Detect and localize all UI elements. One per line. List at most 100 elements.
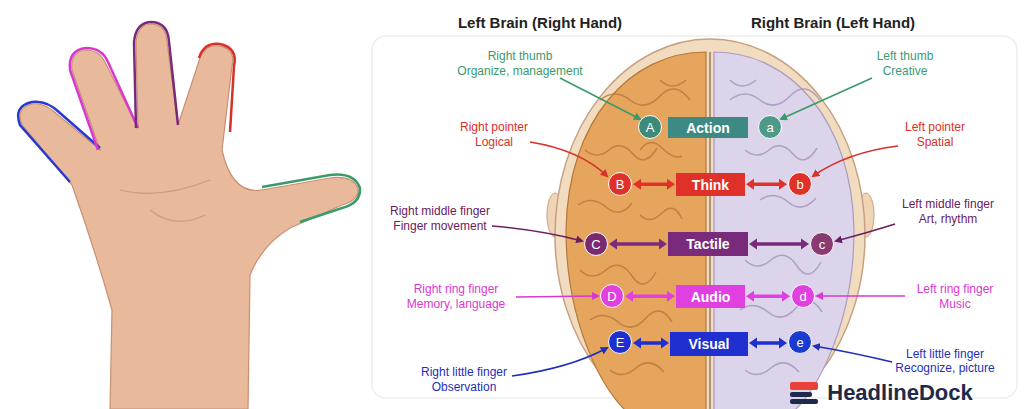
circle-letter: C [591,238,600,251]
letter-circle: B [608,172,632,196]
box-label: Think [692,178,729,192]
circle-fill [789,173,812,196]
letter-circle: e [788,330,812,354]
arrow-head [633,179,641,190]
logo-bar [790,382,818,390]
finger-annotation: Left ring finger [917,283,994,296]
circle-fill [609,173,632,196]
arrow-head [779,179,787,190]
circle-fill [759,116,782,139]
finger-annotation: Right little finger [421,366,507,379]
arrow-head [633,338,641,349]
circle-fill [609,331,632,354]
arrow-shaft [756,242,802,246]
circle-fill [792,285,815,308]
leader-line [492,226,582,241]
leader-line [813,146,898,176]
finger-annotation: Right pointer [460,121,528,134]
circle-letter: b [796,178,803,191]
circle-letter: c [819,238,826,251]
letter-circle: b [788,172,812,196]
logo-bar [790,399,818,404]
hand-shape [20,24,358,409]
leader-line [836,224,895,241]
finger-annotation: Left thumb [877,50,934,63]
arrow-shaft [753,183,780,187]
arrow-head [667,179,675,190]
arrow-shaft [640,183,668,187]
arrow-head [625,291,633,302]
finger-annotation: Right middle finger [390,205,490,218]
box-label: Visual [689,337,730,351]
circle-letter: A [646,121,655,134]
box-label: Tactile [686,237,729,251]
leader-lines [492,78,905,376]
circle-letter: E [616,336,625,349]
circle-fill [789,331,812,354]
thumb-outline [262,175,360,222]
finger-annotation: Left pointer [905,121,965,134]
letter-circle: C [584,232,608,256]
letter-circle: E [608,330,632,354]
box-label: Audio [691,290,731,304]
arrow-head [749,338,757,349]
circle-letter: d [799,290,806,303]
hemisphere-heading: Left Brain (Right Hand) [458,15,622,32]
leader-line [817,295,905,297]
finger-annotation: Left middle finger [902,198,994,211]
palm-crease [150,210,205,221]
arrow-head [667,291,675,302]
finger-annotation: Logical [475,136,513,149]
function-box: Visual [670,332,748,356]
arrow-head [749,239,757,250]
hand-illustration [18,22,360,409]
finger-annotation: Creative [883,65,928,78]
finger-annotation: Right ring finger [414,283,499,296]
arrow-shaft [632,295,668,299]
finger-annotation: Art, rhythm [919,213,978,226]
arrow-head [779,338,787,349]
box-label: Action [686,121,730,135]
leader-line [781,78,872,119]
little-finger-outline [18,102,100,182]
double-arrow [749,338,787,349]
double-arrow [746,291,790,302]
function-box: Tactile [668,232,748,256]
circle-letter: D [607,290,616,303]
letter-circle: a [758,115,782,139]
leader-line [814,346,892,362]
function-box: Audio [676,285,745,308]
circle-fill [811,233,834,256]
function-box: Action [668,117,748,138]
index-finger-outline [199,44,235,132]
finger-annotation: Right thumb [488,50,553,63]
leader-line [530,142,607,176]
finger-annotation: Observation [432,381,497,394]
letter-circle: A [638,115,662,139]
arrow-head [609,239,617,250]
leader-line [516,296,598,297]
finger-annotation: Organize, management [457,65,582,78]
letter-circle: d [791,284,815,308]
circle-letter: e [796,336,803,349]
circle-fill [639,116,662,139]
arrow-head [782,291,790,302]
logo-bar [790,392,812,397]
head-outline [555,39,865,409]
arrow-shaft [616,242,660,246]
finger-annotation: Finger movement [393,220,486,233]
watermark: HeadlineDock [827,381,973,405]
double-arrow [633,179,675,190]
double-arrow [749,239,809,250]
arrow-head [746,179,754,190]
palm-crease [120,180,210,193]
middle-finger-outline [134,22,178,128]
watermark-logo [790,382,818,404]
ring-finger-outline [70,48,138,150]
finger-annotation: Left little finger [906,348,984,361]
arrow-shaft [640,341,662,345]
circle-fill [601,285,624,308]
leader-line [560,78,640,119]
circle-letter: a [766,121,773,134]
letter-circle: c [810,232,834,256]
